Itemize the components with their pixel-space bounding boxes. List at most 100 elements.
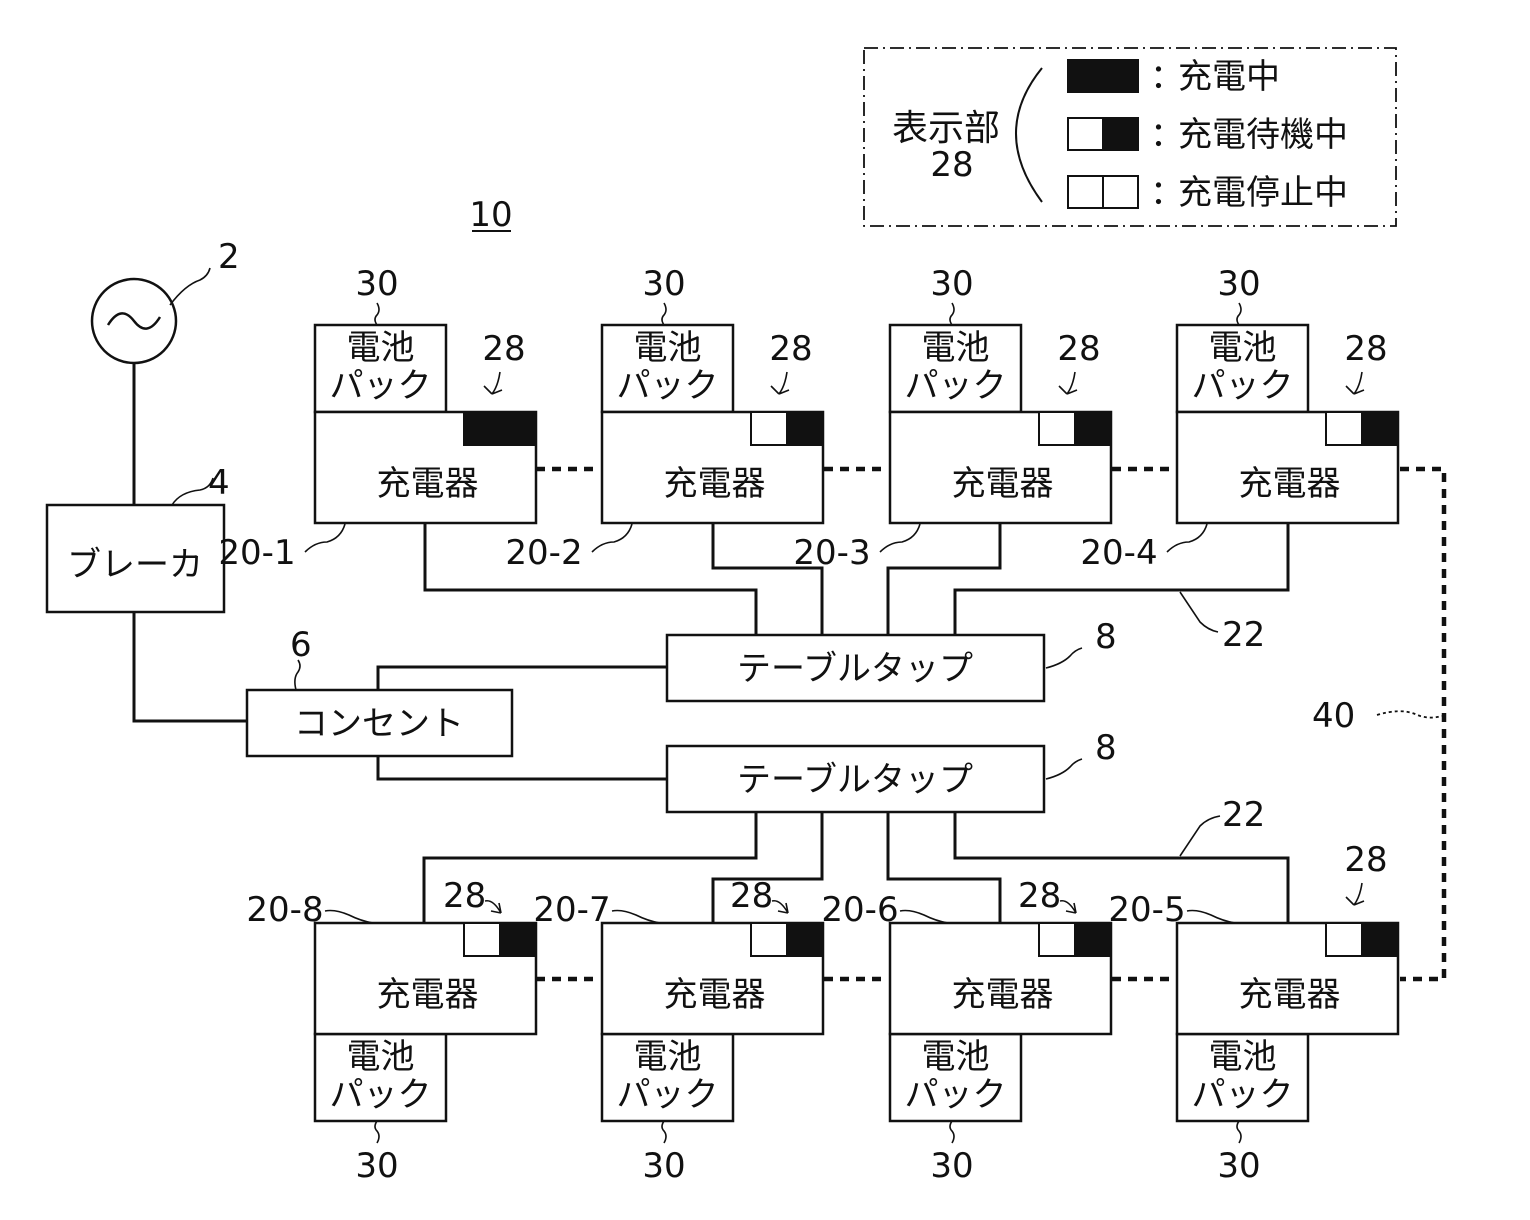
indicator-arrow-icon — [1345, 882, 1365, 906]
charger-label: 充電器 — [377, 975, 479, 1015]
cable-ref-bottom: 22 — [1222, 795, 1265, 835]
table-tap-box — [665, 633, 1046, 703]
leader-line — [661, 302, 667, 326]
legend-label-stopped: 充電停止中 — [1178, 173, 1348, 213]
charger-id: 20-6 — [821, 890, 898, 930]
leader-line — [374, 1120, 380, 1144]
power-cables-bottom: 22 — [422, 795, 1290, 923]
battery-pack-label-line2: パック — [617, 366, 719, 406]
legend-item-waiting: ： 充電待機中 — [1067, 115, 1348, 155]
legend-item-charging: ： 充電中 — [1067, 57, 1280, 97]
charger-label: 充電器 — [664, 975, 766, 1015]
wire-breaker-outlet — [132, 612, 247, 723]
charger-label: 充電器 — [664, 464, 766, 504]
charger-id: 20-3 — [793, 533, 870, 573]
table-tap-ref: 8 — [1095, 617, 1117, 657]
charger-label: 充電器 — [952, 975, 1054, 1015]
indicator-right-cell — [499, 411, 537, 446]
leader-line — [324, 909, 374, 924]
legend-indicator-right — [1102, 117, 1139, 151]
charger-id: 20-8 — [246, 890, 323, 930]
battery-pack-label-line1: 電池 — [922, 1037, 990, 1077]
leader-line — [879, 523, 921, 553]
legend-indicator-right — [1102, 59, 1139, 93]
indicator-display: 28 — [443, 876, 537, 957]
table-tap-label: テーブルタップ — [737, 649, 973, 689]
battery-pack-box — [600, 1032, 735, 1123]
cable-20-2 — [711, 523, 824, 635]
leader-line — [1376, 710, 1443, 719]
indicator-ref: 28 — [769, 329, 812, 369]
table-tap-1: テーブルタップ 8 — [665, 617, 1117, 703]
indicator-arrow-icon — [484, 899, 502, 914]
battery-pack-box — [600, 323, 735, 414]
legend-ref: 28 — [930, 145, 973, 185]
battery-pack-ref: 30 — [1217, 1146, 1260, 1186]
indicator-left-cell — [750, 411, 788, 446]
battery-pack-ref: 30 — [930, 264, 973, 304]
power-cables-top: 22 — [423, 523, 1290, 655]
charger-id: 20-7 — [533, 890, 610, 930]
legend-bracket — [1015, 67, 1043, 203]
indicator-right-cell — [1074, 922, 1112, 957]
charger-id: 20-1 — [218, 533, 295, 573]
indicator-left-cell — [463, 922, 501, 957]
indicator-right-cell — [1361, 411, 1399, 446]
leader-line — [949, 1120, 955, 1144]
battery-pack-box — [1175, 323, 1310, 414]
indicator-display: 28 — [1018, 876, 1112, 957]
breaker-label: ブレーカ — [67, 545, 203, 585]
battery-pack-label-line2: パック — [1192, 1075, 1294, 1115]
indicator-arrow-icon — [1345, 371, 1365, 395]
indicator-arrow-icon — [771, 899, 789, 914]
battery-pack-ref: 30 — [355, 1146, 398, 1186]
indicator-display: 28 — [1325, 329, 1399, 446]
legend-item-stopped: ： 充電停止中 — [1067, 173, 1348, 213]
legend-title: 表示部 — [892, 108, 1000, 149]
table-tap-box — [665, 744, 1046, 814]
leader-line — [1166, 523, 1208, 553]
charger-label: 充電器 — [1239, 464, 1341, 504]
figure-ref: 10 — [469, 195, 512, 235]
breaker-ref: 4 — [208, 463, 230, 503]
outlet-label: コンセント — [294, 704, 464, 744]
legend-label-waiting: 充電待機中 — [1178, 115, 1348, 155]
indicator-ref: 28 — [1057, 329, 1100, 369]
indicator-left-cell — [1038, 411, 1076, 446]
communication-line: 40 — [536, 466, 1447, 982]
indicator-arrow-icon — [1059, 899, 1077, 914]
indicator-display: 28 — [750, 329, 824, 446]
indicator-ref: 28 — [1344, 840, 1387, 880]
indicator-arrow-icon — [770, 371, 790, 395]
indicator-right-cell — [1361, 922, 1399, 957]
indicator-left-cell — [463, 411, 501, 446]
battery-pack-label-line2: パック — [905, 1075, 1007, 1115]
battery-pack-label-line1: 電池 — [347, 328, 415, 368]
cable-20-1 — [423, 523, 758, 635]
leader-line — [899, 909, 949, 924]
battery-pack-label-line1: 電池 — [1209, 328, 1277, 368]
outlet: コンセント 6 — [245, 625, 514, 758]
indicator-left-cell — [1325, 922, 1363, 957]
indicator-left-cell — [1325, 411, 1363, 446]
battery-pack-label-line1: 電池 — [922, 328, 990, 368]
battery-pack-box — [313, 323, 448, 414]
indicator-display: 28 — [1038, 329, 1112, 446]
charger-id: 20-5 — [1108, 890, 1185, 930]
legend-indicator-right — [1102, 175, 1139, 209]
chargers: 電池パック30充電器2820-1電池パック30充電器2820-2電池パック30充… — [218, 264, 1400, 1186]
legend-frame — [863, 47, 1397, 227]
cable-20-4 — [953, 523, 1290, 635]
leader-line — [1045, 758, 1083, 780]
charger-id: 20-4 — [1080, 533, 1157, 573]
indicator-right-cell — [786, 411, 824, 446]
